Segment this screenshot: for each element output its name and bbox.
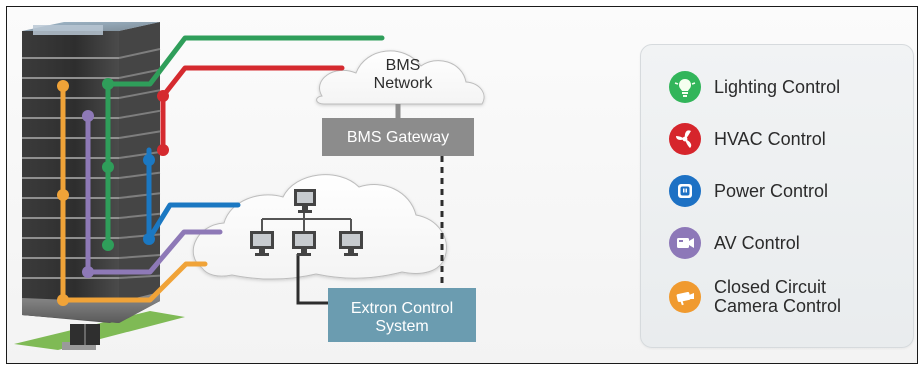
building-wiring — [57, 35, 385, 306]
extron-control-system-label-line2: System — [375, 318, 428, 335]
building-entrance-step — [62, 342, 96, 350]
green-node — [102, 161, 114, 173]
computer-network-cloud — [192, 174, 447, 280]
control-legend-panel: Lighting Control HVAC Control Power Cont… — [640, 44, 914, 348]
legend-item-closed-circuit-camera-control: Closed Circuit Camera Control — [669, 278, 841, 316]
floor-line-side — [118, 274, 161, 279]
computer-icon-left — [250, 231, 274, 256]
blue-wiring — [146, 147, 241, 242]
purple-node — [82, 110, 94, 122]
floor-line-side — [118, 89, 161, 99]
floor-line-side — [118, 151, 161, 159]
legend-label-hvac-control: HVAC Control — [714, 128, 826, 149]
legend-label-av-control: AV Control — [714, 232, 800, 253]
legend-label-line1: Closed Circuit — [714, 277, 827, 297]
legend-label-lighting-control: Lighting Control — [714, 76, 841, 97]
legend-item-av-control: AV Control — [669, 227, 800, 259]
building-floor-lines — [22, 48, 161, 279]
purple-node — [82, 266, 94, 278]
legend-label-closed-circuit-camera-control: Closed Circuit Camera Control — [714, 278, 841, 316]
legend-item-power-control: Power Control — [669, 175, 828, 207]
orange-node — [57, 294, 69, 306]
power-outlet-icon — [669, 175, 701, 207]
office-building — [22, 22, 161, 345]
fan-icon — [669, 123, 701, 155]
green-node — [102, 239, 114, 251]
legend-label-power-control: Power Control — [714, 180, 829, 201]
building-base — [22, 292, 160, 323]
floor-line-side — [118, 48, 161, 59]
legend-item-lighting-control: Lighting Control — [669, 71, 840, 103]
extron-control-system-label-line1: Extron Control — [351, 300, 453, 317]
video-camera-icon — [669, 227, 701, 259]
floor-line-side — [118, 171, 161, 179]
bms-network-label-line1: BMS — [386, 57, 421, 74]
floor-line-side — [118, 109, 161, 119]
orange-node — [57, 189, 69, 201]
blue-node — [143, 233, 155, 245]
computer-icon-center — [292, 231, 316, 256]
computer-icon-right — [339, 231, 363, 256]
lightbulb-icon — [669, 71, 701, 103]
floor-line-side — [118, 68, 161, 79]
legend-item-hvac-control: HVAC Control — [669, 123, 826, 155]
red-node — [157, 90, 169, 102]
computer-icon-top — [294, 189, 316, 213]
floor-line-side — [118, 130, 161, 139]
green-node — [102, 78, 114, 90]
red-wiring — [160, 65, 345, 153]
bms-gateway-label: BMS Gateway — [347, 129, 449, 146]
bms-network-cloud — [316, 50, 485, 105]
red-node — [157, 144, 169, 156]
floor-line-side — [118, 192, 161, 199]
blue-node — [143, 154, 155, 166]
computer-network-tree — [250, 189, 363, 256]
floor-line-side — [118, 212, 161, 219]
legend-label-line2: Camera Control — [714, 296, 842, 316]
purple-wiring — [85, 113, 223, 275]
orange-node — [57, 80, 69, 92]
bms-gateway-box — [322, 118, 474, 156]
floor-line-side — [118, 254, 161, 259]
bms-network-label-line2: Network — [374, 75, 434, 92]
extron-control-system-box — [328, 288, 476, 342]
network-to-extron-link — [296, 254, 328, 305]
orange-wiring — [60, 83, 208, 303]
security-camera-icon — [669, 281, 701, 313]
